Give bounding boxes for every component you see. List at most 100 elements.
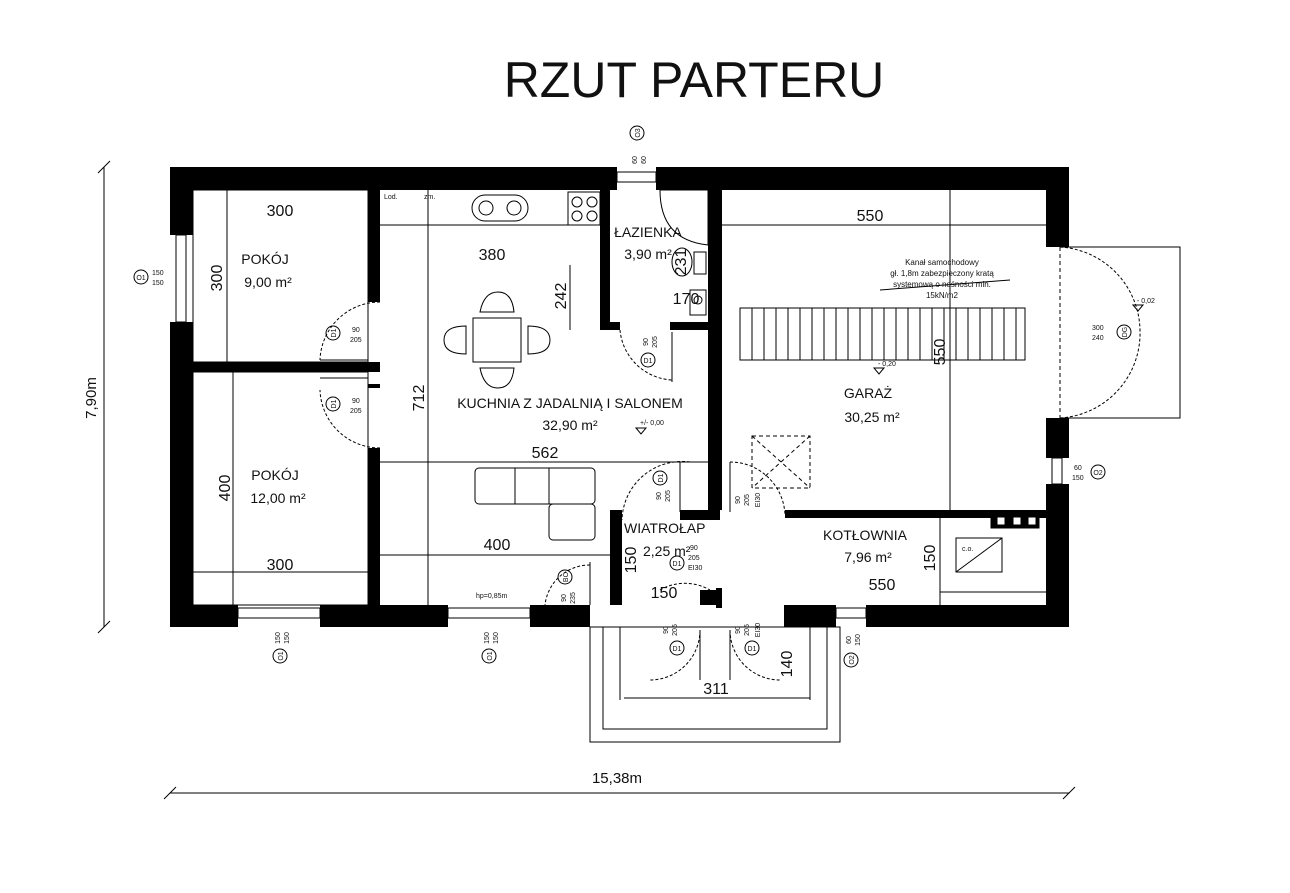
tag-d1-boiler-door (744, 640, 760, 656)
svg-text:90: 90 (352, 398, 360, 405)
dim-kitchen-top: 380 (479, 247, 506, 264)
svg-text:90: 90 (656, 492, 663, 500)
room-name-kuchnia: KUCHNIA Z JADALNIĄ I SALONEM (457, 395, 683, 411)
dim-kitchen-242: 242 (553, 283, 570, 310)
svg-text:205: 205 (665, 490, 672, 502)
svg-text:15kN/m2: 15kN/m2 (926, 291, 959, 300)
dim-vest-150v: 150 (623, 547, 640, 574)
svg-text:205: 205 (744, 624, 751, 636)
plan-title: RZUT PARTERU (504, 52, 885, 108)
svg-text:systemową o nośności min.: systemową o nośności min. (893, 280, 991, 289)
svg-text:60: 60 (1074, 465, 1082, 472)
svg-text:O1: O1 (136, 275, 145, 282)
svg-text:Kanał samochodowy: Kanał samochodowy (905, 258, 979, 267)
dimension-lines (97, 160, 1076, 800)
dim-garage-width: 550 (857, 208, 884, 225)
svg-text:D1: D1 (331, 399, 338, 408)
dim-kitchen-bottom: 400 (484, 537, 511, 554)
outer-walls (170, 167, 1069, 627)
svg-text:150: 150 (152, 270, 164, 277)
dim-pokoj1-width: 300 (267, 203, 294, 220)
room-name-lazienka: ŁAZIENKA (614, 224, 682, 240)
tag-o3 (629, 125, 645, 141)
svg-text:BO: BO (563, 571, 570, 582)
tag-o2-bottom (843, 652, 859, 668)
svg-text:150: 150 (493, 632, 500, 644)
doors (319, 246, 1181, 681)
kitchen-fixtures (471, 191, 601, 226)
svg-text:O2: O2 (1093, 470, 1102, 477)
svg-text:90: 90 (561, 594, 568, 602)
garage-hatch (751, 435, 811, 489)
room-name-pokoj-2: POKÓJ (251, 467, 298, 483)
dining-set (443, 291, 551, 389)
svg-text:+/- 0,00: +/- 0,00 (640, 420, 664, 427)
svg-text:D1: D1 (673, 561, 682, 568)
svg-text:EI30: EI30 (688, 565, 703, 572)
svg-text:O2: O2 (849, 655, 856, 664)
tag-dg (1116, 324, 1132, 340)
svg-text:205: 205 (350, 337, 362, 344)
fixture-labels: Lod. zm. c.o. hp=0,85m (384, 194, 973, 600)
boiler-fixtures (955, 513, 1040, 573)
dimension-labels: 300 300 400 300 380 242 712 562 400 170 … (83, 203, 949, 787)
svg-text:60: 60 (632, 156, 639, 164)
room-name-wiatrolap: WIATROŁAP (624, 520, 705, 536)
svg-text:240: 240 (1092, 335, 1104, 342)
svg-text:Lod.: Lod. (384, 194, 398, 201)
svg-text:D1: D1 (331, 328, 338, 337)
svg-text:O1: O1 (487, 651, 494, 660)
svg-text:60: 60 (846, 636, 853, 644)
garage-canal-grating (751, 308, 1017, 360)
svg-text:zm.: zm. (424, 194, 435, 201)
svg-text:- 0,02: - 0,02 (1137, 298, 1155, 305)
svg-text:EI30: EI30 (755, 493, 762, 508)
tag-d1-bath (640, 352, 656, 368)
dim-overall-height: 7,90m (83, 377, 100, 419)
svg-text:O1: O1 (278, 651, 285, 660)
dim-boiler-height: 150 (922, 545, 939, 572)
room-area-garaz: 30,25 m² (844, 409, 900, 425)
room-name-kotlownia: KOTŁOWNIA (823, 527, 908, 543)
dim-kitchen-height: 712 (411, 385, 428, 412)
svg-text:90: 90 (690, 545, 698, 552)
tag-d1-kotlownia (669, 555, 685, 571)
room-name-garaz: GARAŻ (844, 384, 893, 401)
svg-text:235: 235 (570, 592, 577, 604)
svg-text:hp=0,85m: hp=0,85m (476, 593, 507, 600)
room-labels: POKÓJ 9,00 m² POKÓJ 12,00 m² KUCHNIA Z J… (241, 224, 907, 565)
svg-text:c.o.: c.o. (962, 546, 973, 553)
room-area-kuchnia: 32,90 m² (542, 417, 598, 433)
room-area-wiatrolap: 2,25 m² (643, 543, 691, 559)
dim-bath-231: 231 (673, 249, 690, 276)
svg-text:90: 90 (735, 496, 742, 504)
dim-bath-width: 170 (673, 291, 700, 308)
tag-bo (557, 569, 573, 585)
svg-text:150: 150 (284, 632, 291, 644)
level-marks: +/- 0,00 - 0,20 - 0,02 (634, 298, 1155, 435)
svg-text:150: 150 (1072, 475, 1084, 482)
room-area-pokoj-1: 9,00 m² (244, 274, 292, 290)
tag-o1-bottom-left (272, 648, 288, 664)
dim-garage-height: 550 (932, 339, 949, 366)
garage-canal-note: Kanał samochodowy gł. 1,8m zabezpieczony… (890, 258, 994, 300)
svg-text:90: 90 (352, 327, 360, 334)
tag-d1-vestibule (652, 470, 668, 486)
dim-porch-height: 140 (779, 651, 796, 678)
svg-text:D1: D1 (748, 646, 757, 653)
svg-text:90: 90 (663, 626, 670, 634)
svg-text:205: 205 (652, 336, 659, 348)
svg-text:90: 90 (735, 626, 742, 634)
dim-overall-width: 15,38m (592, 770, 642, 787)
svg-text:205: 205 (672, 624, 679, 636)
dim-pokoj1-height: 300 (209, 265, 226, 292)
room-name-pokoj-1: POKÓJ (241, 251, 288, 267)
svg-text:D1: D1 (658, 473, 665, 482)
svg-text:205: 205 (688, 555, 700, 562)
inner-lines (192, 189, 1046, 743)
svg-text:90: 90 (643, 338, 650, 346)
tag-d1-entrance (669, 640, 685, 656)
svg-text:150: 150 (275, 632, 282, 644)
svg-text:150: 150 (855, 634, 862, 646)
